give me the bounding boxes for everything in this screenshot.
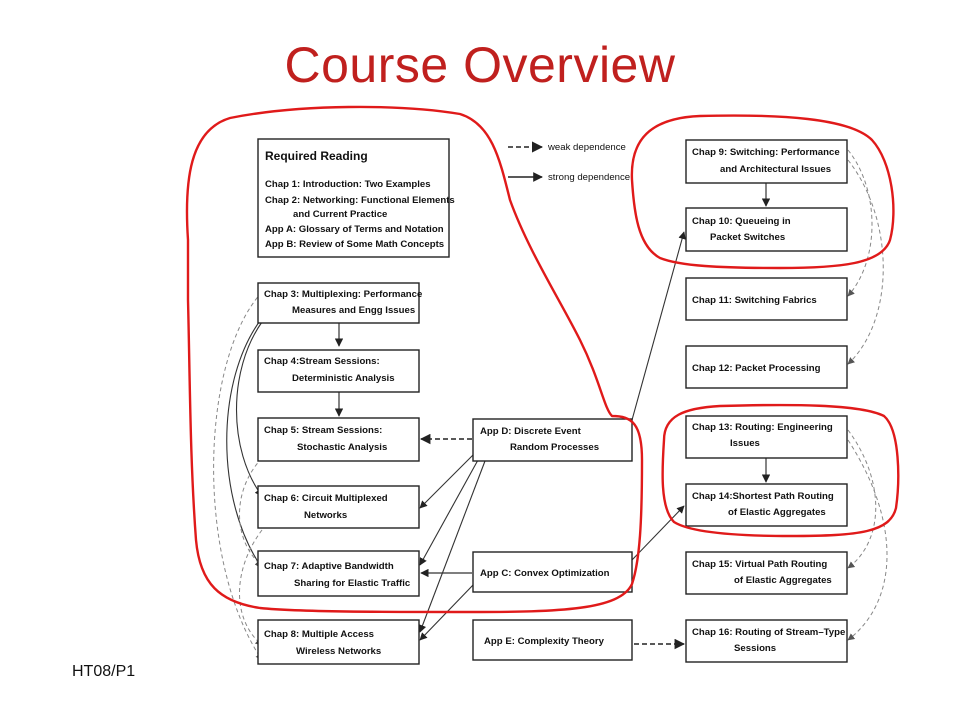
slide-title: Course Overview [284, 37, 676, 93]
box-chap-7: Chap 7: Adaptive Bandwidth Sharing for E… [257, 550, 420, 597]
box-chap-11: Chap 11: Switching Fabrics [685, 277, 848, 321]
box-line: Chap 9: Switching: Performance [692, 147, 840, 158]
arrow-c9-c12-dashed [847, 159, 884, 365]
box-chap-16: Chap 16: Routing of Stream–Type Sessions [685, 619, 848, 663]
box-line: Stochastic Analysis [297, 442, 387, 453]
box-line: Sharing for Elastic Traffic [294, 578, 411, 589]
box-line: App C: Convex Optimization [480, 568, 610, 579]
box-chap-14: Chap 14:Shortest Path Routing of Elastic… [685, 483, 848, 527]
box-line: Chap 8: Multiple Access [264, 629, 374, 640]
legend-strong-label: strong dependence [548, 172, 630, 183]
box-line: Chap 6: Circuit Multiplexed [264, 493, 388, 504]
box-line: Issues [730, 438, 760, 449]
box-line: Chap 11: Switching Fabrics [692, 295, 817, 306]
arrow-c6-c8-dashed [239, 529, 263, 646]
box-line: of Elastic Aggregates [734, 575, 832, 586]
box-app-e: App E: Complexity Theory [472, 619, 633, 661]
box-line: Wireless Networks [296, 646, 381, 657]
box-line: of Elastic Aggregates [728, 507, 826, 518]
box-line: App E: Complexity Theory [484, 636, 605, 647]
required-reading-line: App B: Review of Some Math Concepts [265, 239, 444, 250]
highlight-right-mid-region [661, 403, 900, 538]
required-reading-line: Chap 2: Networking: Functional Elements [265, 195, 455, 206]
box-chap-8: Chap 8: Multiple Access Wireless Network… [257, 619, 420, 665]
required-reading-line: Chap 1: Introduction: Two Examples [265, 179, 431, 190]
arrow-c5-c7-dashed [239, 457, 263, 567]
arrow-c3-c6 [236, 321, 263, 497]
box-chap-10: Chap 10: Queueing in Packet Switches [685, 207, 848, 252]
box-chap-9: Chap 9: Switching: Performance and Archi… [685, 139, 848, 184]
box-app-c: App C: Convex Optimization [472, 551, 633, 593]
box-line: Deterministic Analysis [292, 373, 395, 384]
arrow-c13-c16-dashed [847, 439, 888, 641]
box-line: Measures and Engg Issues [292, 305, 415, 316]
box-line: Chap 14:Shortest Path Routing [692, 491, 834, 502]
box-line: and Architectural Issues [720, 164, 831, 175]
required-reading-heading: Required Reading [265, 149, 368, 163]
box-chap-12: Chap 12: Packet Processing [685, 345, 848, 389]
arrow-appd-c7 [419, 459, 479, 566]
footer-label: HT08/P1 [72, 663, 136, 680]
box-line: Packet Switches [710, 232, 785, 243]
highlight-right-top-region [630, 114, 895, 270]
arrow-c9-c11-dashed [847, 149, 873, 297]
highlight-left-region [185, 105, 644, 614]
box-line: Chap 7: Adaptive Bandwidth [264, 561, 394, 572]
arrow-c3-c7 [226, 317, 263, 569]
box-line: Chap 12: Packet Processing [692, 363, 821, 374]
dependency-arrows [213, 149, 888, 661]
required-reading-box: Required Reading Chap 1: Introduction: T… [257, 138, 455, 258]
red-highlight-annotations [185, 105, 900, 614]
legend: weak dependence strong dependence [508, 141, 630, 183]
required-reading-line: App A: Glossary of Terms and Notation [265, 224, 444, 235]
box-line: Chap 3: Multiplexing: Performance [264, 289, 422, 300]
box-line: Chap 4:Stream Sessions: [264, 356, 380, 367]
box-chap-13: Chap 13: Routing: Engineering Issues [685, 415, 848, 459]
box-line: Random Processes [510, 442, 599, 453]
box-chap-15: Chap 15: Virtual Path Routing of Elastic… [685, 551, 848, 595]
chapter-boxes: Chap 3: Multiplexing: Performance Measur… [257, 139, 848, 665]
legend-weak-label: weak dependence [547, 142, 626, 153]
box-line: App D: Discrete Event [480, 426, 582, 437]
box-line: Sessions [734, 643, 776, 654]
arrow-c3-c8-dashed [213, 291, 263, 661]
box-app-d: App D: Discrete Event Random Processes [472, 418, 633, 462]
box-chap-5: Chap 5: Stream Sessions: Stochastic Anal… [257, 417, 420, 462]
box-line: Networks [304, 510, 347, 521]
box-line: Chap 10: Queueing in [692, 216, 791, 227]
arrow-appd-c10 [631, 231, 686, 421]
box-chap-6: Chap 6: Circuit Multiplexed Networks [257, 485, 420, 529]
box-line: Chap 5: Stream Sessions: [264, 425, 382, 436]
box-chap-3: Chap 3: Multiplexing: Performance Measur… [257, 282, 422, 324]
arrow-appd-c6 [419, 453, 475, 509]
required-reading-line: and Current Practice [293, 209, 387, 220]
arrow-appc-c14 [631, 505, 685, 561]
box-line: Chap 15: Virtual Path Routing [692, 559, 827, 570]
box-line: Chap 13: Routing: Engineering [692, 422, 833, 433]
box-chap-4: Chap 4:Stream Sessions: Deterministic An… [257, 349, 420, 393]
arrow-appd-c8 [418, 460, 486, 633]
box-line: Chap 16: Routing of Stream–Type [692, 627, 845, 638]
arrow-c13-c15-dashed [847, 429, 877, 569]
